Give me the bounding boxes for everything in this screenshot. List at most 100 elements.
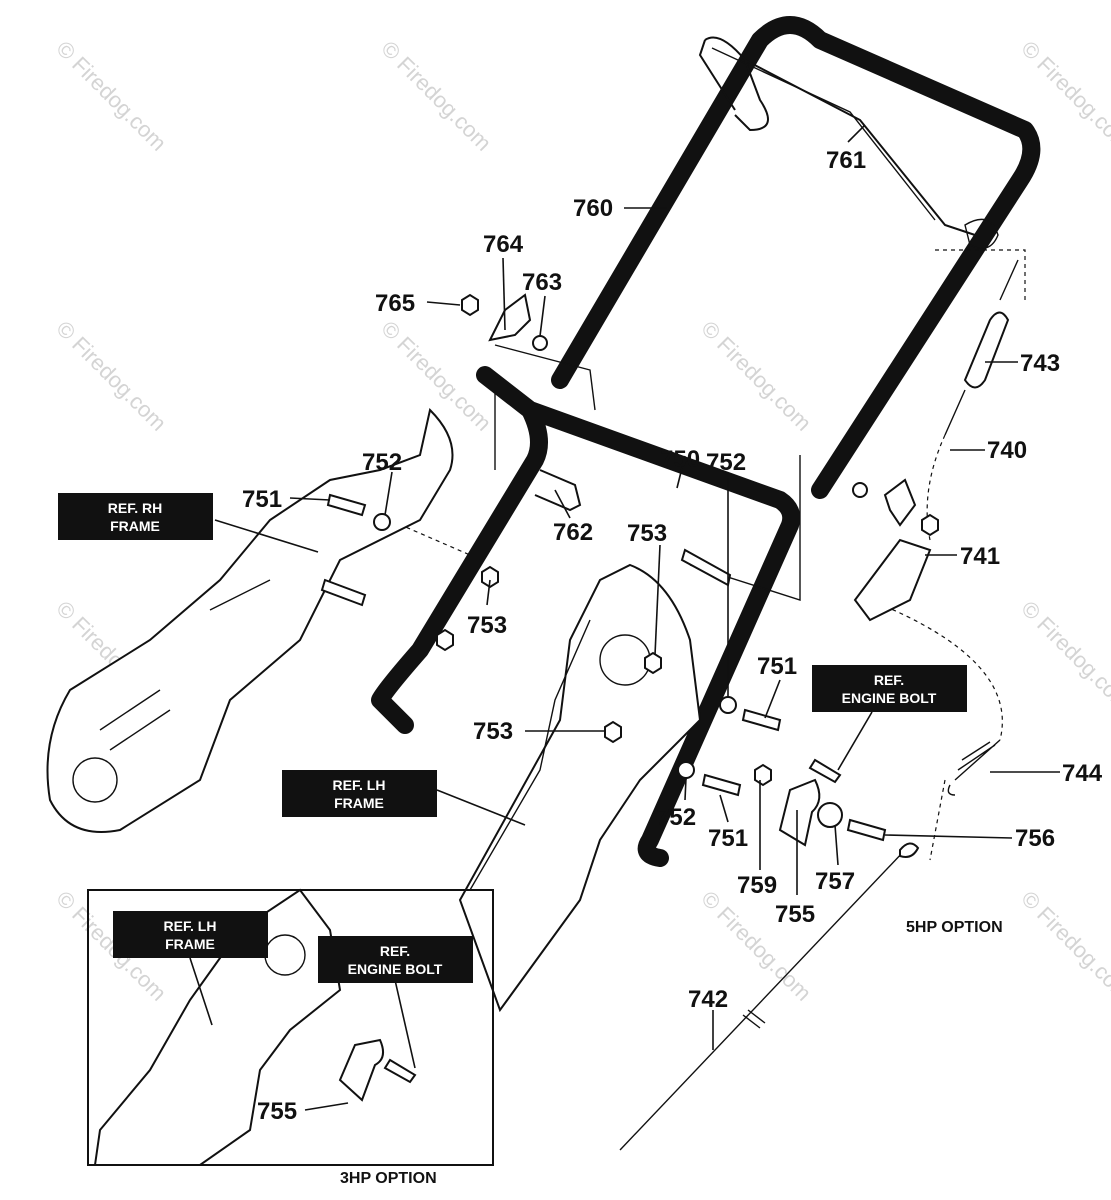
control-bail-761-inner	[711, 47, 936, 221]
nut-right	[921, 513, 939, 537]
ref-box-lh-frame: REF. LH FRAME	[282, 770, 437, 817]
label-752: 752	[362, 449, 402, 476]
cable-742	[619, 849, 906, 1151]
upper-handle-760	[551, 16, 1041, 499]
lh-frame	[458, 563, 702, 1013]
washer-763	[532, 335, 548, 351]
ref-box-inset-engine-bolt-line2: ENGINE BOLT	[348, 961, 443, 977]
label-762: 762	[553, 519, 593, 546]
label-742: 742	[688, 986, 728, 1013]
bolt-right-750	[680, 548, 732, 587]
label-753: 753	[473, 718, 513, 745]
option-5hp-label: 5HP OPTION	[906, 919, 1003, 936]
inset-lh-frame	[93, 888, 342, 1166]
lower-handle-750	[371, 366, 801, 867]
ref-box-engine-bolt: REF. ENGINE BOLT	[812, 665, 967, 712]
watermark: © Firedog.com	[1016, 596, 1111, 716]
connector-dashed	[935, 249, 1026, 300]
knob-right	[883, 478, 917, 527]
label-743: 743	[1020, 350, 1060, 377]
inset-engine-bolt	[383, 1058, 417, 1084]
nut-lower-left	[436, 628, 454, 652]
watermark: © Firedog.com	[696, 316, 816, 436]
label-763: 763	[522, 269, 562, 296]
label-744: 744	[1062, 760, 1103, 787]
ref-box-inset-lh-frame-line1: REF. LH	[164, 918, 217, 934]
part-labels: 760 761 764 763 765 743 740 750 752 752 …	[242, 147, 1103, 1125]
label-765: 765	[375, 290, 415, 317]
washer-752	[373, 513, 391, 531]
ref-box-inset-lh-frame-line2: FRAME	[165, 936, 215, 952]
label-751: 751	[242, 486, 282, 513]
watermark: © Firedog.com	[1016, 886, 1111, 1006]
pulley-757	[817, 802, 843, 828]
label-753: 753	[627, 520, 667, 547]
label-752: 752	[706, 449, 746, 476]
plate-741	[853, 538, 932, 622]
rh-frame-hole	[72, 757, 118, 803]
washer-752	[677, 761, 695, 779]
label-761: 761	[826, 147, 866, 174]
ref-box-lh-frame-line1: REF. LH	[333, 777, 386, 793]
watermark: © Firedog.com	[51, 36, 171, 156]
cable-740	[944, 259, 1019, 436]
label-753: 753	[467, 612, 507, 639]
bracket-755	[778, 778, 821, 847]
label-764: 764	[483, 231, 524, 258]
label-740: 740	[987, 437, 1027, 464]
bolt-756	[846, 818, 887, 842]
bolt-751	[320, 578, 367, 607]
ref-box-engine-bolt-line1: REF.	[874, 672, 904, 688]
watermark: © Firedog.com	[51, 316, 171, 436]
ref-box-inset-lh-frame: REF. LH FRAME	[113, 911, 268, 958]
label-756: 756	[1015, 825, 1055, 852]
option-3hp-label: 3HP OPTION	[340, 1170, 437, 1187]
label-751: 751	[708, 825, 748, 852]
engine-bolt	[808, 758, 842, 784]
label-755: 755	[257, 1098, 297, 1125]
rh-frame	[46, 408, 454, 833]
watermark: © Firedog.com	[376, 36, 496, 156]
spring-744	[947, 739, 1001, 796]
spring-cover-743	[963, 311, 1010, 389]
nut-759	[754, 763, 772, 787]
label-757: 757	[815, 868, 855, 895]
label-741: 741	[960, 543, 1000, 570]
ref-box-rh-frame-line2: FRAME	[110, 518, 160, 534]
ref-box-rh-frame-line1: REF. RH	[108, 500, 162, 516]
rh-frame-slot	[99, 579, 271, 751]
knob-764	[488, 293, 532, 342]
ref-box-inset-engine-bolt-line1: REF.	[380, 943, 410, 959]
ref-box-engine-bolt-line2: ENGINE BOLT	[842, 690, 937, 706]
label-759: 759	[737, 872, 777, 899]
leader-lines	[189, 125, 1060, 1111]
label-755: 755	[775, 901, 815, 928]
ref-box-inset-engine-bolt: REF. ENGINE BOLT	[318, 936, 473, 983]
label-760: 760	[573, 195, 613, 222]
label-751: 751	[757, 653, 797, 680]
nut-765	[461, 293, 479, 317]
bolt-762	[534, 469, 582, 512]
inset-bracket-755	[338, 1038, 385, 1102]
lh-frame-edge	[469, 619, 591, 891]
bolt-751	[701, 773, 742, 797]
bail-hook	[964, 218, 999, 249]
connector-dashed	[354, 504, 471, 556]
label-750: 750	[660, 446, 700, 473]
ref-box-lh-frame-line2: FRAME	[334, 795, 384, 811]
washer-right	[852, 482, 868, 498]
cable-break-mark	[742, 1009, 766, 1029]
washer-752	[719, 696, 737, 714]
bolt-751	[326, 493, 367, 517]
inset-3hp-option	[87, 889, 494, 1166]
bolt-751	[741, 708, 782, 732]
nut-753	[644, 651, 662, 675]
cable-end	[899, 842, 920, 858]
label-752: 752	[656, 804, 696, 831]
alignment-bracket	[494, 344, 596, 470]
nut-753	[604, 720, 622, 744]
connector-dashed	[929, 779, 946, 861]
ref-box-rh-frame: REF. RH FRAME	[58, 493, 213, 540]
nut-753	[481, 565, 499, 589]
